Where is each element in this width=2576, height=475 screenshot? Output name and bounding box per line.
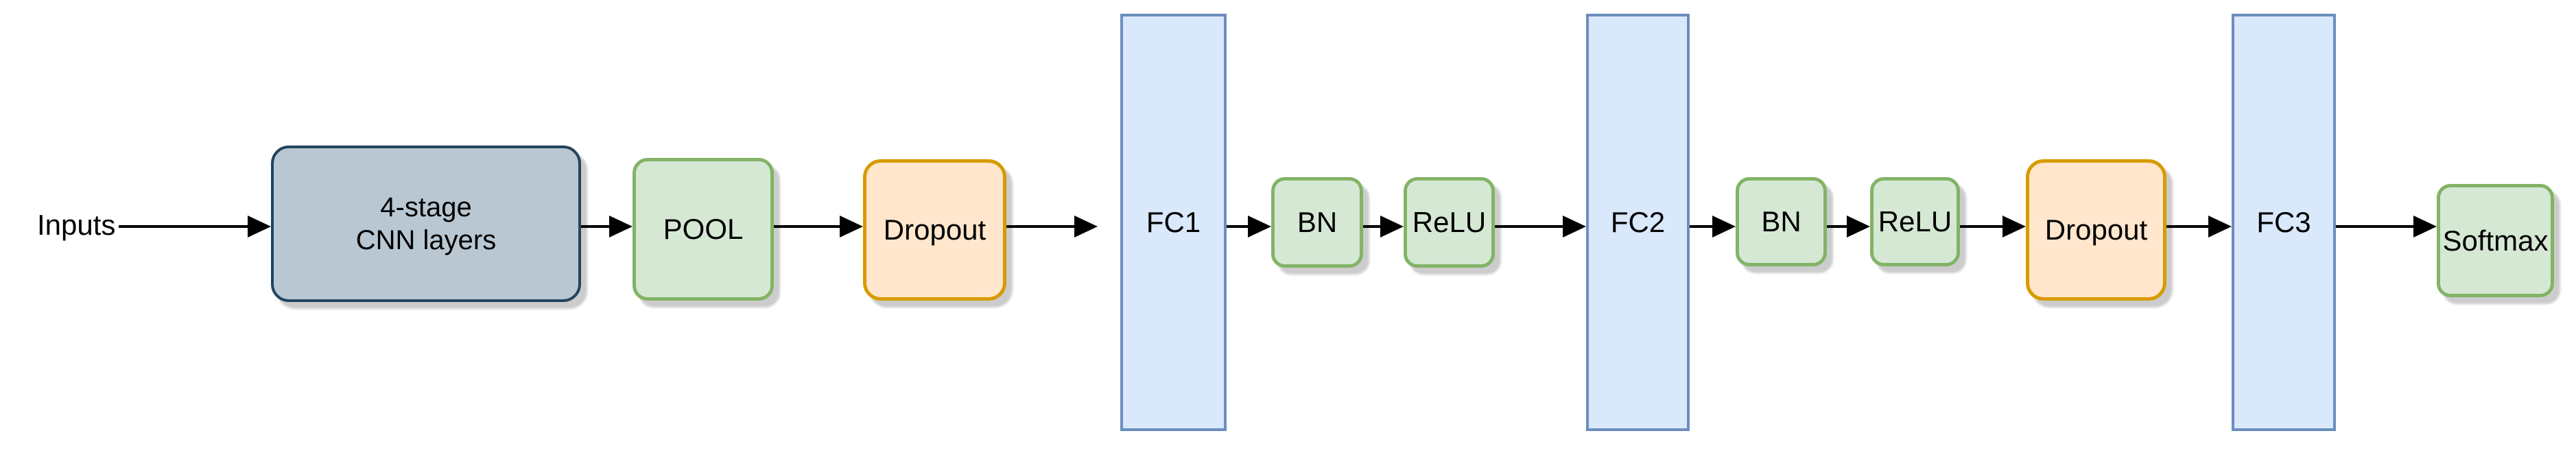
arrow-line (581, 225, 613, 228)
arrow-head-icon (1380, 216, 1404, 238)
node-cnn-layers: 4-stage CNN layers (271, 146, 581, 302)
node-fc3-label: FC3 (2256, 206, 2311, 239)
node-relu-1: ReLU (1404, 177, 1495, 268)
arrow-head-icon (840, 216, 863, 238)
node-bn-2-label: BN (1761, 205, 1801, 238)
arrow-head-icon (2413, 216, 2437, 238)
node-softmax-label: Softmax (2442, 224, 2549, 257)
arrow-head-icon (1712, 216, 1736, 238)
arrow-line (774, 225, 844, 228)
arrow-head-icon (1563, 216, 1586, 238)
node-bn-1-label: BN (1297, 206, 1338, 239)
node-relu-2-label: ReLU (1878, 205, 1952, 238)
arrow-line (1690, 225, 1716, 228)
arrow-head-icon (248, 216, 271, 238)
arrow-head-icon (2208, 216, 2232, 238)
arrow-line (1363, 225, 1384, 228)
node-dropout-2: Dropout (2026, 159, 2166, 301)
node-dropout-2-label: Dropout (2044, 213, 2148, 246)
node-dropout-1: Dropout (863, 159, 1006, 301)
node-cnn-layers-label: 4-stage CNN layers (356, 191, 496, 257)
arrow-head-icon (1847, 216, 1870, 238)
node-bn-1: BN (1271, 177, 1363, 268)
arrow-line (2336, 225, 2418, 228)
node-cnn-layers-label-line1: 4-stage (380, 192, 472, 222)
node-softmax: Softmax (2437, 184, 2554, 297)
node-cnn-layers-label-line2: CNN layers (355, 225, 497, 255)
arrow-line (1495, 225, 1567, 228)
node-fc2-label: FC2 (1610, 206, 1666, 239)
node-fc3: FC3 (2232, 14, 2336, 431)
node-pool-label: POOL (663, 213, 744, 246)
arrow-line (2166, 225, 2212, 228)
node-relu-2: ReLU (1870, 177, 1960, 266)
node-fc2: FC2 (1586, 14, 1690, 431)
arrow-line (1827, 225, 1851, 228)
node-fc1-label: FC1 (1146, 206, 1201, 239)
arrow-line (1960, 225, 2007, 228)
arrow-line (1006, 225, 1078, 228)
arrow-line (1227, 225, 1252, 228)
node-bn-2: BN (1736, 177, 1827, 266)
inputs-label: Inputs (37, 209, 116, 241)
arrow-head-icon (1248, 216, 1271, 238)
arrow-head-icon (1074, 216, 1098, 238)
node-fc1: FC1 (1120, 14, 1227, 431)
node-dropout-1-label: Dropout (883, 213, 986, 246)
node-relu-1-label: ReLU (1412, 206, 1487, 239)
node-pool: POOL (633, 158, 774, 301)
arrow-head-icon (2002, 216, 2026, 238)
arrow-line (119, 225, 252, 228)
arrow-head-icon (609, 216, 633, 238)
